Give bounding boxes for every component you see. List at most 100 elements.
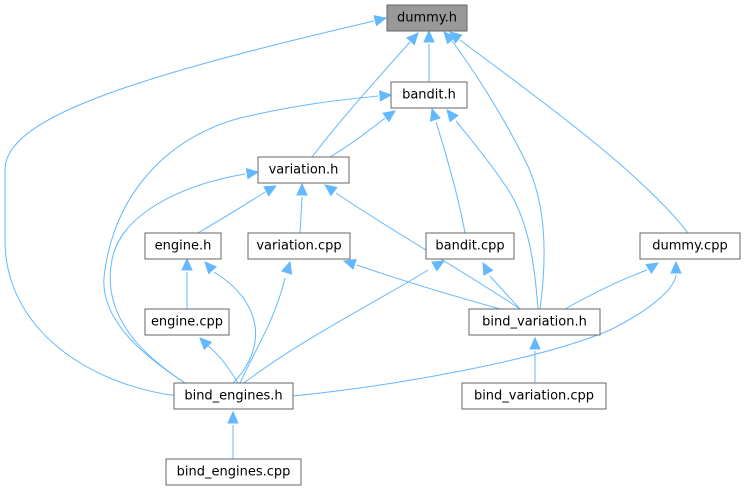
arrowhead-icon — [181, 257, 193, 271]
node-label: bandit.cpp — [435, 239, 504, 254]
node-box — [461, 382, 607, 410]
node-engine-cpp[interactable]: engine.cpp — [144, 308, 230, 336]
node-label: variation.cpp — [256, 239, 341, 254]
edge-line — [459, 39, 689, 234]
edge-line — [564, 269, 648, 310]
edge-engine-h-to-variation-h — [197, 185, 278, 234]
node-bandit-h[interactable]: bandit.h — [390, 81, 468, 109]
node-bind-variation-cpp[interactable]: bind_variation.cpp — [461, 382, 607, 410]
node-box — [639, 232, 741, 260]
arrowhead-icon — [382, 110, 396, 123]
edge-line — [239, 277, 286, 384]
node-label: bind_variation.h — [482, 315, 587, 330]
node-variation-cpp[interactable]: variation.cpp — [247, 232, 351, 260]
node-label: engine.h — [155, 239, 212, 254]
arrowhead-icon — [227, 410, 239, 424]
edge-bandit-cpp-to-bandit-h — [429, 107, 466, 234]
node-label: bind_engines.h — [184, 389, 282, 404]
node-box — [468, 308, 601, 336]
arrowhead-icon — [406, 32, 419, 46]
node-bind-variation-h[interactable]: bind_variation.h — [468, 308, 601, 336]
edge-line — [4, 20, 375, 397]
arrowhead-icon — [431, 260, 446, 272]
edge-variation-h-to-dummy-h — [311, 32, 419, 158]
edge-bind-engines-h-to-dummy-h — [4, 15, 388, 397]
arrowhead-icon — [446, 109, 459, 123]
edge-bind-engines-h-to-engine-cpp — [199, 337, 239, 384]
edge-engine-cpp-to-engine-h — [181, 257, 193, 309]
arrowhead-icon — [281, 260, 293, 275]
edge-bind-engines-h-to-dummy-cpp — [292, 260, 682, 397]
arrowhead-icon — [482, 261, 494, 276]
edge-line — [207, 345, 239, 384]
edge-bind-engines-h-to-engine-h — [204, 261, 256, 384]
node-bind-engines-h[interactable]: bind_engines.h — [173, 382, 294, 410]
edge-bind-engines-h-to-variation-cpp — [239, 260, 293, 384]
edge-bind-engines-h-to-variation-h — [109, 168, 260, 384]
arrowhead-icon — [423, 29, 435, 43]
node-label: bandit.h — [402, 88, 456, 103]
node-dummy-cpp[interactable]: dummy.cpp — [639, 232, 741, 260]
node-dummy-h[interactable]: dummy.h — [386, 4, 468, 32]
arrowhead-icon — [204, 261, 217, 275]
arrowhead-icon — [449, 31, 463, 44]
edge-line — [243, 269, 429, 384]
arrowhead-icon — [373, 15, 388, 27]
edge-bind-variation-h-to-variation-cpp — [342, 258, 501, 310]
node-engine-h[interactable]: engine.h — [144, 232, 222, 260]
arrowhead-icon — [245, 168, 260, 180]
node-label: variation.h — [269, 163, 339, 178]
node-box — [386, 4, 468, 32]
edge-bind-variation-h-to-bandit-h — [446, 109, 539, 310]
arrowhead-icon — [529, 336, 541, 350]
arrowhead-icon — [324, 184, 338, 197]
node-label: dummy.cpp — [652, 239, 727, 254]
edge-bind-variation-h-to-dummy-h — [443, 31, 545, 310]
arrowhead-icon — [645, 262, 660, 275]
node-box — [144, 308, 230, 336]
arrowhead-icon — [263, 185, 278, 197]
edge-line — [213, 271, 256, 384]
edge-bind-variation-cpp-to-bind-variation-h — [529, 336, 541, 383]
edge-line — [329, 117, 386, 158]
node-box — [144, 232, 222, 260]
edge-bind-variation-h-to-dummy-cpp — [564, 262, 660, 310]
node-box — [165, 458, 302, 486]
edge-bind-variation-h-to-bandit-cpp — [482, 261, 521, 310]
node-label: engine.cpp — [151, 315, 223, 330]
edge-line — [356, 264, 501, 310]
node-box — [390, 81, 468, 109]
edge-variation-h-to-bandit-h — [329, 110, 396, 158]
edge-bandit-h-to-dummy-h — [423, 29, 435, 82]
arrowhead-icon — [379, 90, 393, 102]
node-label: dummy.h — [397, 11, 457, 26]
edges-layer — [4, 15, 689, 459]
arrowhead-icon — [429, 107, 441, 122]
edge-line — [435, 121, 466, 234]
node-label: bind_engines.cpp — [177, 465, 291, 480]
edge-line — [455, 120, 539, 310]
node-bandit-cpp[interactable]: bandit.cpp — [425, 232, 515, 260]
node-box — [173, 382, 294, 410]
edge-dummy-cpp-to-dummy-h — [449, 31, 689, 234]
node-box — [247, 232, 351, 260]
edge-bind-engines-h-to-bandit-cpp — [243, 260, 446, 384]
node-box — [257, 156, 350, 184]
edge-line — [197, 191, 266, 234]
edge-line — [103, 95, 379, 384]
arrowhead-icon — [670, 260, 682, 274]
edge-line — [311, 41, 411, 158]
edge-line — [299, 196, 303, 234]
edge-line — [451, 40, 545, 310]
arrowhead-icon — [342, 258, 357, 270]
arrowhead-icon — [443, 31, 456, 45]
edge-variation-cpp-to-variation-h — [296, 182, 308, 234]
arrowhead-icon — [296, 182, 308, 196]
edge-line — [292, 274, 677, 397]
edge-line — [489, 275, 521, 310]
node-box — [425, 232, 515, 260]
arrowhead-icon — [199, 337, 213, 351]
node-label: bind_variation.cpp — [474, 389, 594, 404]
node-variation-h[interactable]: variation.h — [257, 156, 350, 184]
node-bind-engines-cpp[interactable]: bind_engines.cpp — [165, 458, 302, 486]
